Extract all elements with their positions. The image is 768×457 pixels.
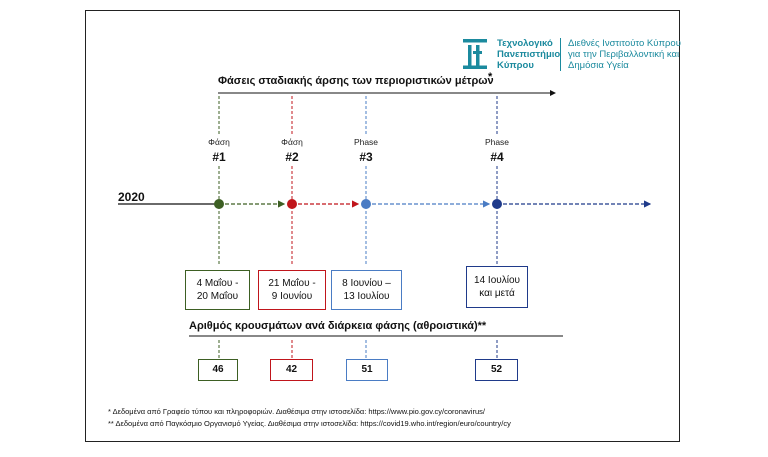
university-logo-icon	[463, 39, 487, 69]
phase-3-cases: 51	[346, 359, 388, 381]
phase-3-dates: 8 Ιουνίου –13 Ιουλίου	[331, 270, 402, 310]
phase-1-node	[214, 199, 224, 209]
phase-3-label: Phase	[353, 137, 379, 147]
phase-2-node	[287, 199, 297, 209]
phase-2-dates: 21 Μαΐου -9 Ιουνίου	[258, 270, 326, 310]
year-label: 2020	[118, 190, 145, 204]
phase-1-number: #1	[212, 150, 226, 164]
phase-3-number: #3	[359, 150, 373, 164]
footnote-1: * Δεδομένα από Γραφείο τύπου και πληροφο…	[108, 407, 485, 416]
phase-4-number: #4	[490, 150, 504, 164]
phase-4-node	[492, 199, 502, 209]
phase-1-dates: 4 Μαΐου -20 Μαΐου	[185, 270, 250, 310]
phase-2-number: #2	[285, 150, 299, 164]
logo-divider	[560, 38, 561, 71]
footnote-2: ** Δεδομένα από Παγκόσμιο Οργανισμό Υγεί…	[108, 419, 511, 428]
phase-4-cases: 52	[475, 359, 518, 381]
phase-3-node	[361, 199, 371, 209]
title-footnote-mark: *	[488, 71, 493, 83]
phase-2-cases: 42	[270, 359, 313, 381]
phase-2-label: Φάση	[281, 137, 303, 147]
phase-1-label: Φάση	[208, 137, 230, 147]
diagram-title: Φάσεις σταδιακής άρσης των περιοριστικών…	[218, 75, 494, 87]
phase-1-cases: 46	[198, 359, 238, 381]
phase-4-label: Phase	[484, 137, 510, 147]
cases-title: Αριθμός κρουσμάτων ανά διάρκεια φάσης (α…	[189, 320, 487, 332]
